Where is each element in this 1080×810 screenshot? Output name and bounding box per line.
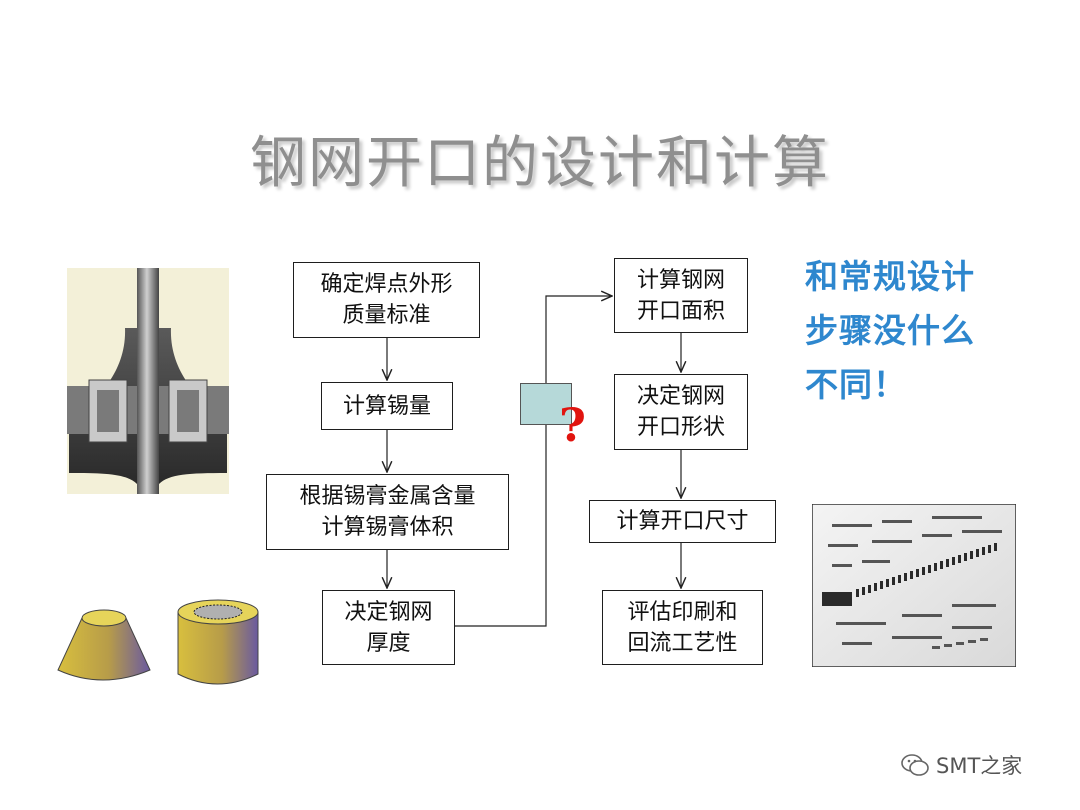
wechat-icon — [901, 754, 929, 776]
step-stencil-thickness: 决定钢网 厚度 — [322, 590, 455, 665]
arrow-cross — [455, 296, 612, 627]
solder-joint-image — [67, 268, 229, 494]
side-note: 和常规设计 步骤没什么 不同！ — [805, 257, 975, 404]
stencil-photo — [812, 504, 1016, 667]
step-calc-paste-volume: 根据锡膏金属含量 计算锡膏体积 — [266, 474, 509, 550]
step-calc-aperture-area: 计算钢网 开口面积 — [614, 258, 748, 333]
step-calc-solder-amount: 计算锡量 — [321, 382, 453, 430]
slide-title: 钢网开口的设计和计算 — [250, 131, 830, 196]
step-evaluate-process: 评估印刷和 回流工艺性 — [602, 590, 763, 665]
watermark-text: SMT之家 — [936, 754, 1023, 778]
shape-illustrations — [57, 599, 259, 685]
frustum-shape — [57, 609, 151, 681]
question-mark: ? — [559, 398, 586, 452]
watermark: SMT之家 — [900, 750, 1022, 780]
cylinder-shape — [177, 599, 259, 685]
step-aperture-shape: 决定钢网 开口形状 — [614, 374, 748, 450]
teal-box — [520, 383, 572, 425]
step-define-joint-quality: 确定焊点外形 质量标准 — [293, 262, 480, 338]
step-calc-aperture-size: 计算开口尺寸 — [589, 500, 776, 543]
